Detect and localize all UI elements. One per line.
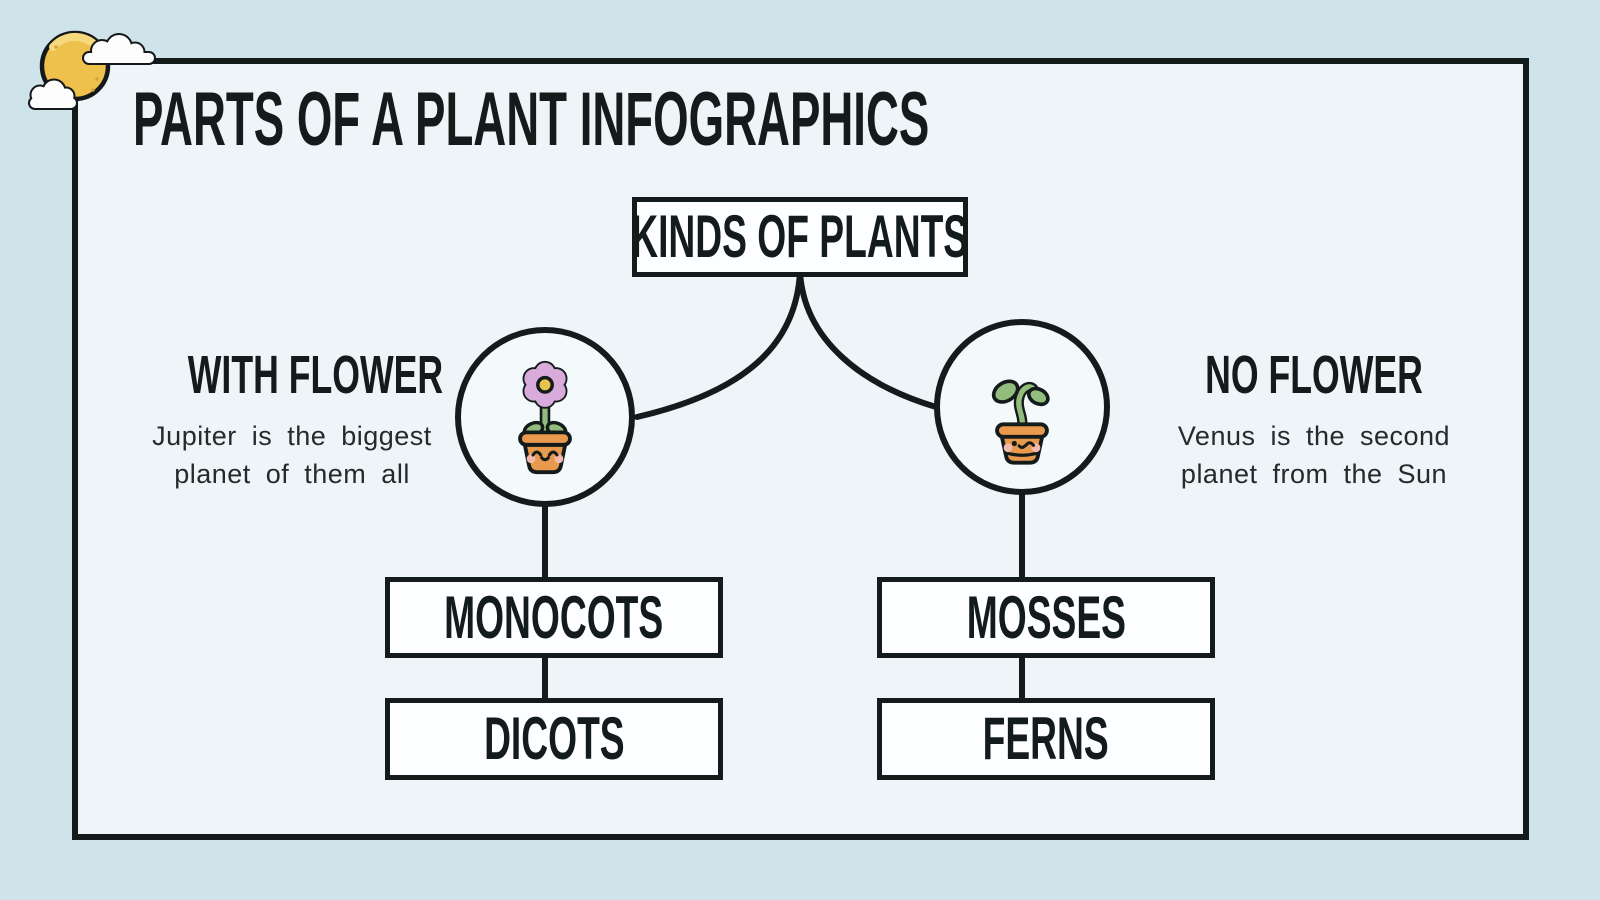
page-title-text: PARTS OF A PLANT INFOGRAPHICS	[133, 77, 930, 162]
pot	[518, 430, 572, 475]
with-flower-description: Jupiter is the biggest planet of them al…	[152, 421, 432, 489]
no-flower-heading: NO FLOWER	[1205, 345, 1423, 405]
cloud-icon-bottom	[28, 78, 78, 110]
node-dicots-label: DICOTS	[483, 705, 625, 772]
node-circle-no-flower	[934, 319, 1110, 495]
page-title: PARTS OF A PLANT INFOGRAPHICS	[133, 82, 1460, 158]
no-flower-label: NO FLOWER Venus is the second planet fro…	[1144, 348, 1484, 494]
leaves	[991, 379, 1050, 407]
no-flower-description: Venus is the second planet from the Sun	[1177, 421, 1451, 489]
flower	[522, 360, 568, 409]
infographic-panel	[72, 58, 1529, 840]
sun-with-clouds-icon	[28, 30, 156, 110]
node-mosses: MOSSES	[877, 577, 1215, 658]
cloud-icon-top	[82, 33, 156, 65]
with-flower-label: WITH FLOWER Jupiter is the biggest plane…	[122, 348, 462, 494]
node-dicots: DICOTS	[385, 698, 723, 780]
node-mosses-label: MOSSES	[966, 583, 1126, 651]
pot	[995, 422, 1049, 465]
node-kinds-label: KINDS OF PLANTS	[631, 203, 969, 270]
node-circle-with-flower	[455, 327, 635, 507]
with-flower-heading: WITH FLOWER	[187, 345, 444, 405]
node-ferns: FERNS	[877, 698, 1215, 780]
node-ferns-label: FERNS	[982, 705, 1110, 772]
node-monocots: MONOCOTS	[385, 577, 723, 658]
sprout-pot-icon	[991, 379, 1050, 465]
node-kinds-of-plants: KINDS OF PLANTS	[632, 197, 968, 277]
flower-pot-icon	[518, 360, 572, 475]
node-monocots-label: MONOCOTS	[444, 583, 664, 651]
